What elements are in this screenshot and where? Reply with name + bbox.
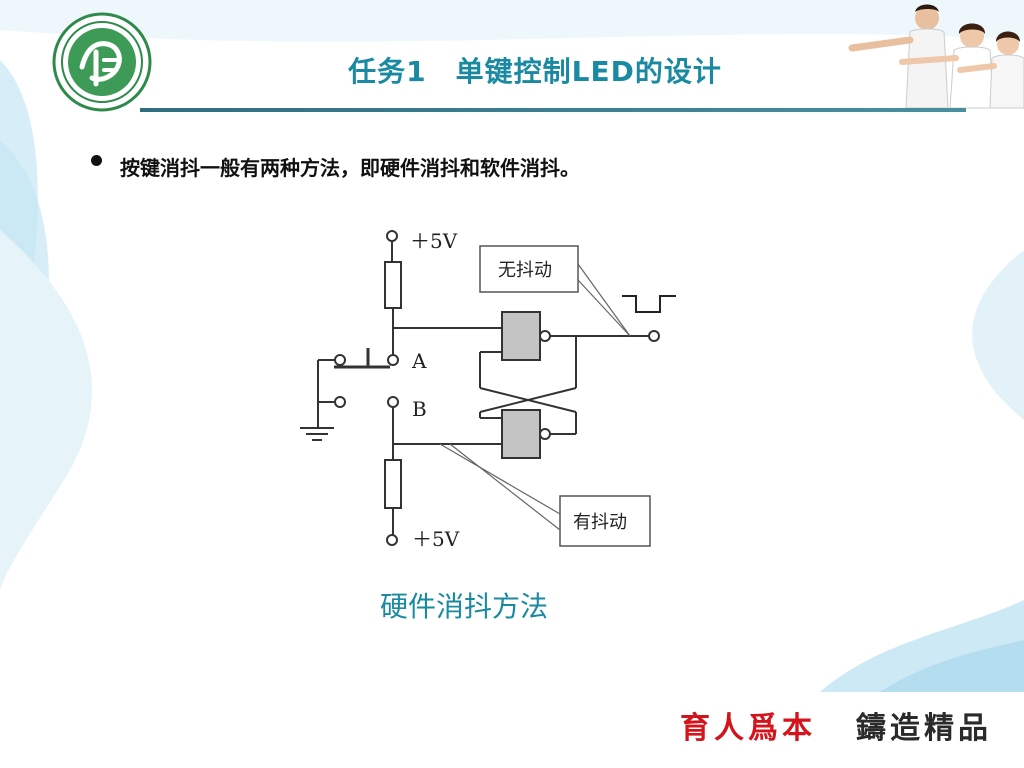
terminal-a bbox=[387, 354, 399, 366]
clean-waveform bbox=[622, 295, 676, 313]
bullet-text: 按键消抖一般有两种方法，即硬件消抖和软件消抖。 bbox=[120, 156, 580, 180]
figure-caption: 硬件消抖方法 bbox=[380, 590, 549, 623]
motto-right: 鑄造精品 bbox=[856, 711, 992, 746]
callout-bounce-text: 有抖动 bbox=[573, 512, 627, 533]
resistor-bottom bbox=[384, 459, 402, 509]
students-illustration bbox=[848, 4, 1024, 109]
title-divider bbox=[140, 108, 966, 112]
callout-no-bounce-text: 无抖动 bbox=[498, 260, 552, 281]
output-terminal bbox=[648, 330, 660, 342]
nand-gate-top bbox=[501, 311, 541, 361]
label-b: B bbox=[412, 397, 427, 421]
resistor-top bbox=[384, 261, 402, 309]
switch-contact-b bbox=[334, 396, 346, 408]
bullet-icon bbox=[91, 155, 102, 166]
switch-pivot bbox=[334, 354, 346, 366]
school-logo bbox=[52, 12, 152, 112]
terminal-b bbox=[387, 396, 399, 408]
callout-no-bounce bbox=[479, 245, 579, 293]
vcc-top-label: ＋5V bbox=[410, 229, 458, 253]
terminal-bottom bbox=[386, 534, 398, 546]
terminal-top bbox=[386, 230, 398, 242]
label-a: A bbox=[411, 349, 427, 373]
slide-title: 任务1 单键控制LED的设计 bbox=[348, 55, 722, 88]
callout-bounce bbox=[559, 495, 651, 547]
debounce-circuit-diagram: ＋5V ＋5V A B 无抖动 有抖动 bbox=[300, 229, 676, 551]
vcc-bottom-label: ＋5V bbox=[412, 527, 460, 551]
nand-gate-bottom bbox=[501, 409, 541, 459]
motto-left: 育人爲本 bbox=[680, 711, 816, 746]
